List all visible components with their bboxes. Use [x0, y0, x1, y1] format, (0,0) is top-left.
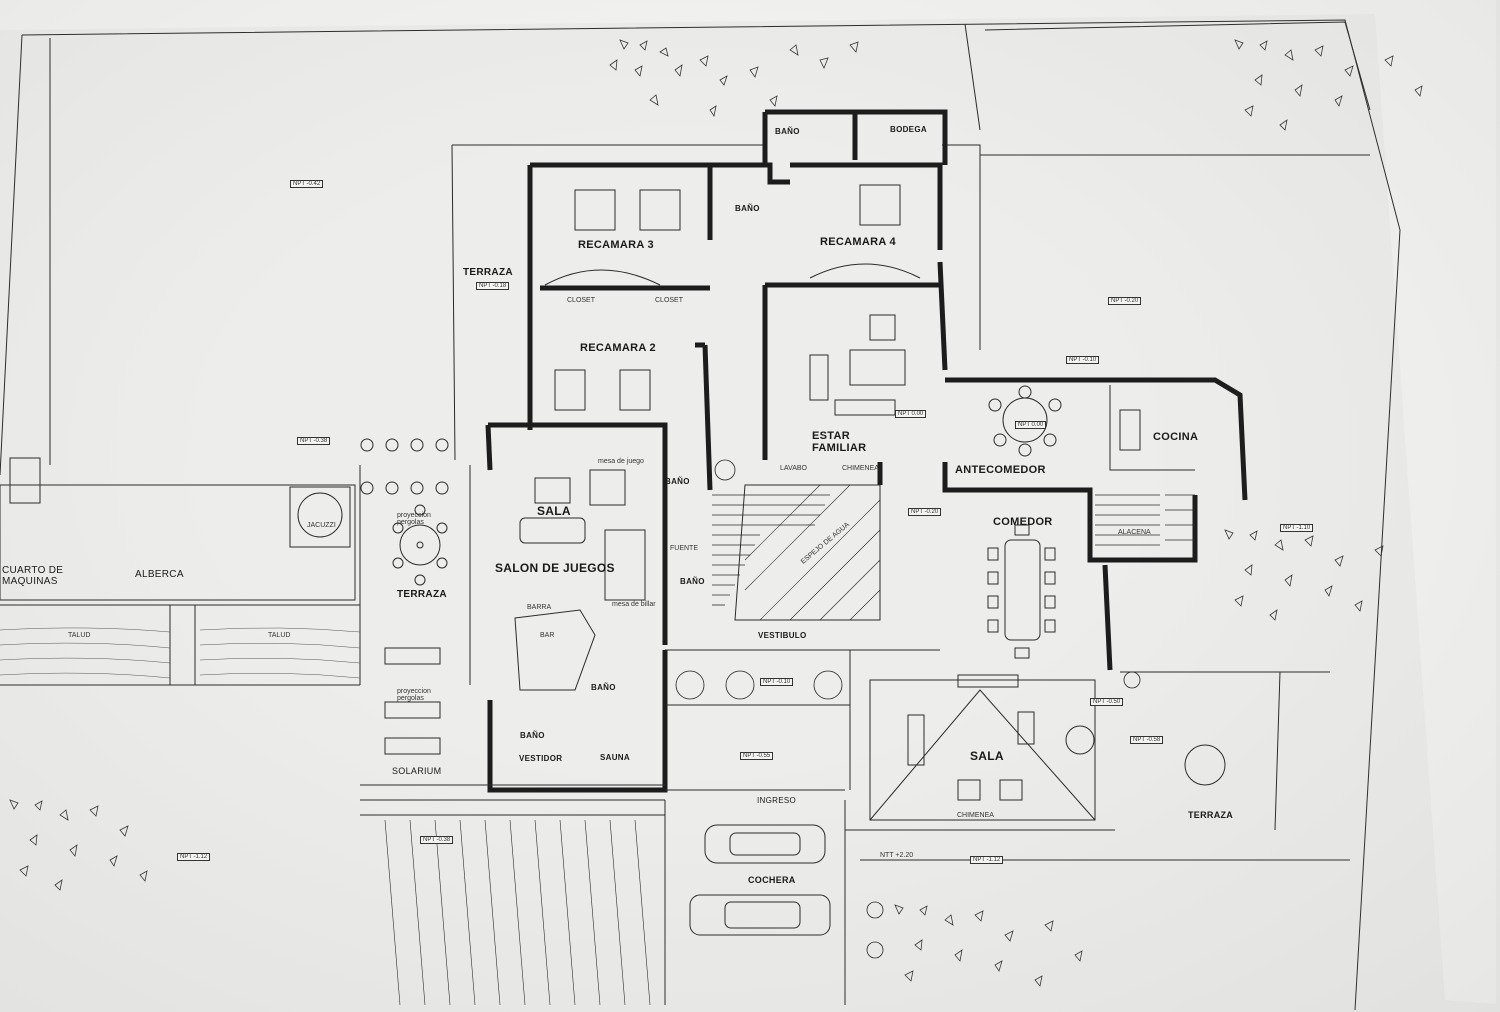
label-nivel-inferior: NTT +2.20: [880, 852, 914, 859]
label-closet-b: CLOSET: [655, 297, 684, 304]
label-terraza-top: TERRAZA: [463, 267, 513, 278]
label-proyeccion-pergolas-b: proyeccion pergolas: [397, 688, 431, 702]
label-talud-b: TALUD: [268, 632, 291, 639]
label-solarium: SOLARIUM: [392, 766, 442, 776]
level-marker: NPT -0.42: [290, 180, 324, 188]
label-vestibulo: VESTIBULO: [758, 631, 807, 640]
level-marker: NPT -0.18: [476, 282, 510, 290]
level-marker: NPT -0.55: [740, 752, 774, 760]
label-barra: BARRA: [527, 604, 552, 611]
label-fuente: FUENTE: [670, 545, 698, 552]
label-sauna: SAUNA: [600, 753, 630, 762]
label-bar: BAR: [540, 632, 555, 639]
label-recamara-3: RECAMARA 3: [578, 239, 654, 251]
label-talud-a: TALUD: [68, 632, 91, 639]
label-estar-familiar: ESTAR FAMILIAR: [812, 430, 867, 454]
level-marker: NPT -0.20: [1108, 297, 1142, 305]
label-bodega: BODEGA: [890, 125, 927, 134]
label-bano-d: BAÑO: [591, 683, 616, 692]
label-cochera: COCHERA: [748, 875, 796, 885]
label-bano-f: BAÑO: [680, 577, 705, 586]
level-marker: NPT -1.10: [1280, 524, 1314, 532]
label-vestidor: VESTIDOR: [519, 754, 563, 763]
level-marker: NPT -0.50: [1090, 698, 1124, 706]
level-marker: NPT -1.12: [177, 853, 211, 861]
level-marker: NPT -0.10: [1066, 356, 1100, 364]
level-marker: NPT -0.58: [1130, 736, 1164, 744]
label-proyeccion-pergolas-a: proyeccion pergolas: [397, 512, 431, 526]
level-marker: NPT -1.12: [970, 856, 1004, 864]
label-sala-juegos: SALA: [537, 504, 571, 518]
level-marker: NPT -0.10: [760, 678, 794, 686]
property-boundary: [21, 19, 1401, 1011]
label-antecomedor: ANTECOMEDOR: [955, 464, 1046, 476]
label-mesa-de-billar: mesa de billar: [612, 601, 656, 608]
label-lavabo: LAVABO: [780, 465, 807, 472]
label-terraza-right: TERRAZA: [1188, 810, 1234, 820]
level-marker: NPT 0.00: [895, 410, 927, 418]
label-chimenea-b: CHIMENEA: [957, 812, 994, 819]
level-marker: NPT -0.20: [908, 508, 942, 516]
label-mesa-de-juego: mesa de juego: [598, 458, 644, 465]
label-jacuzzi: JACUZZI: [307, 522, 336, 529]
label-cuarto-de-maquinas: CUARTO DE MAQUINAS: [2, 565, 64, 587]
label-cocina: COCINA: [1153, 431, 1199, 443]
label-chimenea-a: CHIMENEA: [842, 465, 879, 472]
label-comedor: COMEDOR: [993, 516, 1053, 528]
label-salon-de-juegos: SALON DE JUEGOS: [495, 561, 615, 575]
label-closet-a: CLOSET: [567, 297, 596, 304]
label-recamara-2: RECAMARA 2: [580, 342, 656, 354]
level-marker: NPT -0.38: [420, 836, 454, 844]
label-sala-main: SALA: [970, 749, 1004, 763]
label-bano-e: BAÑO: [520, 731, 545, 740]
level-marker: NPT -0.38: [297, 437, 331, 445]
level-marker: NPT 0.00: [1015, 421, 1047, 429]
label-bano-c: BAÑO: [665, 477, 690, 486]
label-alberca: ALBERCA: [135, 569, 184, 580]
label-bano-a: BAÑO: [735, 204, 760, 213]
label-bano-b: BAÑO: [775, 127, 800, 136]
label-recamara-4: RECAMARA 4: [820, 236, 896, 248]
label-ingreso: INGRESO: [757, 796, 796, 805]
label-terraza-pool: TERRAZA: [397, 589, 447, 600]
label-alacena: ALACENA: [1118, 529, 1151, 536]
